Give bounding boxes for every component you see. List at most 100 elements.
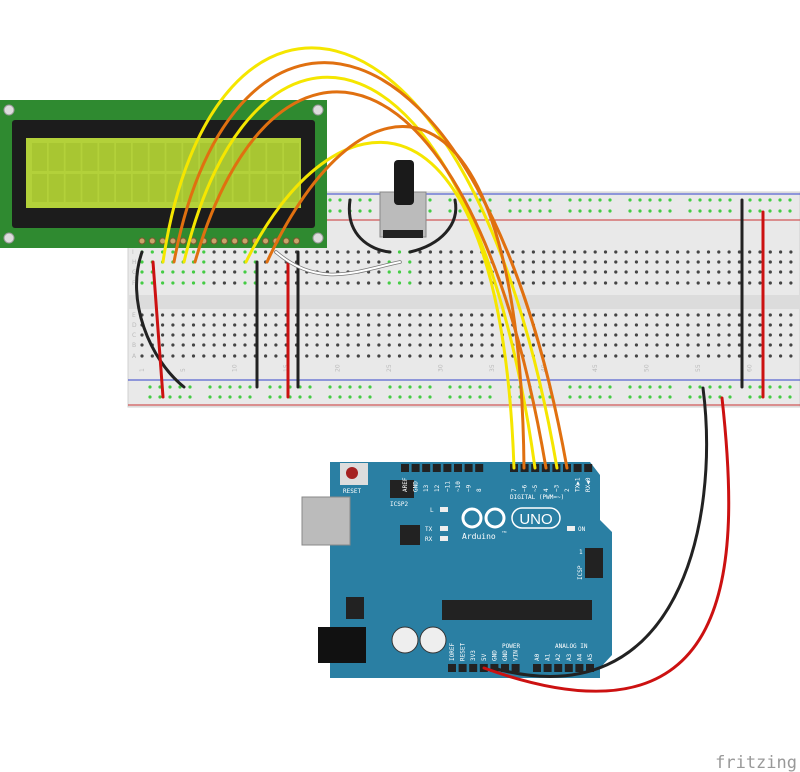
rail-hole[interactable] xyxy=(428,385,432,389)
breadboard-hole[interactable] xyxy=(418,250,422,254)
breadboard-hole[interactable] xyxy=(439,260,443,264)
rail-hole[interactable] xyxy=(518,209,522,213)
breadboard-hole[interactable] xyxy=(665,313,669,317)
breadboard-hole[interactable] xyxy=(171,270,175,274)
rail-hole[interactable] xyxy=(228,395,232,399)
rail-hole[interactable] xyxy=(178,395,182,399)
red-wire[interactable] xyxy=(482,396,731,693)
breadboard-hole[interactable] xyxy=(346,333,350,337)
breadboard-hole[interactable] xyxy=(758,281,762,285)
breadboard-hole[interactable] xyxy=(676,281,680,285)
breadboard-hole[interactable] xyxy=(356,354,360,358)
breadboard-hole[interactable] xyxy=(573,323,577,327)
breadboard-hole[interactable] xyxy=(768,323,772,327)
breadboard-hole[interactable] xyxy=(428,281,432,285)
breadboard-hole[interactable] xyxy=(439,250,443,254)
breadboard-hole[interactable] xyxy=(552,281,556,285)
rail-hole[interactable] xyxy=(538,209,542,213)
breadboard-hole[interactable] xyxy=(222,343,226,347)
rail-hole[interactable] xyxy=(408,395,412,399)
rail-hole[interactable] xyxy=(638,385,642,389)
breadboard-hole[interactable] xyxy=(377,333,381,337)
rail-hole[interactable] xyxy=(578,198,582,202)
breadboard-hole[interactable] xyxy=(562,313,566,317)
breadboard-hole[interactable] xyxy=(377,270,381,274)
breadboard-hole[interactable] xyxy=(624,270,628,274)
rail-hole[interactable] xyxy=(568,209,572,213)
breadboard-hole[interactable] xyxy=(212,354,216,358)
breadboard-hole[interactable] xyxy=(274,323,278,327)
breadboard-hole[interactable] xyxy=(634,354,639,358)
breadboard-hole[interactable] xyxy=(367,281,371,285)
breadboard-hole[interactable] xyxy=(346,250,350,254)
breadboard-hole[interactable] xyxy=(542,250,546,254)
breadboard-hole[interactable] xyxy=(706,270,711,274)
rail-hole[interactable] xyxy=(708,198,712,202)
breadboard-hole[interactable] xyxy=(336,354,340,358)
breadboard-hole[interactable] xyxy=(583,333,587,337)
breadboard-hole[interactable] xyxy=(274,281,278,285)
breadboard-hole[interactable] xyxy=(191,323,196,327)
rail-hole[interactable] xyxy=(668,198,672,202)
breadboard-hole[interactable] xyxy=(202,333,206,337)
breadboard-hole[interactable] xyxy=(428,250,432,254)
breadboard-hole[interactable] xyxy=(758,343,762,347)
rail-hole[interactable] xyxy=(788,395,792,399)
breadboard-hole[interactable] xyxy=(634,260,639,264)
breadboard-hole[interactable] xyxy=(428,354,432,358)
rail-hole[interactable] xyxy=(248,395,252,399)
breadboard-hole[interactable] xyxy=(614,354,618,358)
rail-hole[interactable] xyxy=(328,385,332,389)
rail-hole[interactable] xyxy=(548,198,552,202)
rail-hole[interactable] xyxy=(308,385,312,389)
breadboard-hole[interactable] xyxy=(552,270,556,274)
breadboard-hole[interactable] xyxy=(768,343,772,347)
breadboard-hole[interactable] xyxy=(748,281,752,285)
breadboard-hole[interactable] xyxy=(706,281,711,285)
breadboard-hole[interactable] xyxy=(408,333,412,337)
breadboard-hole[interactable] xyxy=(140,260,144,264)
breadboard-hole[interactable] xyxy=(665,281,669,285)
rail-hole[interactable] xyxy=(168,385,172,389)
rail-hole[interactable] xyxy=(768,198,772,202)
black-wire[interactable] xyxy=(347,198,392,254)
breadboard-hole[interactable] xyxy=(727,260,731,264)
header-pin[interactable] xyxy=(469,664,478,672)
rail-hole[interactable] xyxy=(338,395,342,399)
breadboard-hole[interactable] xyxy=(222,354,226,358)
breadboard-hole[interactable] xyxy=(397,313,402,317)
rail-hole[interactable] xyxy=(538,395,542,399)
breadboard-hole[interactable] xyxy=(665,354,669,358)
breadboard-hole[interactable] xyxy=(346,313,350,317)
breadboard-hole[interactable] xyxy=(614,323,618,327)
breadboard-hole[interactable] xyxy=(325,281,329,285)
breadboard-hole[interactable] xyxy=(150,333,154,337)
breadboard-hole[interactable] xyxy=(470,313,474,317)
breadboard-hole[interactable] xyxy=(531,270,536,274)
rail-hole[interactable] xyxy=(368,385,372,389)
breadboard-hole[interactable] xyxy=(459,333,463,337)
breadboard-hole[interactable] xyxy=(408,323,412,327)
breadboard-hole[interactable] xyxy=(181,354,185,358)
rail-hole[interactable] xyxy=(448,198,452,202)
rail-hole[interactable] xyxy=(448,209,452,213)
breadboard-hole[interactable] xyxy=(583,343,587,347)
breadboard-hole[interactable] xyxy=(779,281,783,285)
breadboard-hole[interactable] xyxy=(171,343,175,347)
rail-hole[interactable] xyxy=(188,395,192,399)
breadboard-hole[interactable] xyxy=(624,313,628,317)
breadboard-hole[interactable] xyxy=(356,260,360,264)
breadboard-hole[interactable] xyxy=(552,323,556,327)
breadboard-hole[interactable] xyxy=(233,281,237,285)
breadboard-hole[interactable] xyxy=(459,313,463,317)
breadboard-hole[interactable] xyxy=(140,281,144,285)
breadboard-hole[interactable] xyxy=(614,270,618,274)
breadboard-hole[interactable] xyxy=(243,333,247,337)
rail-hole[interactable] xyxy=(788,209,792,213)
breadboard-hole[interactable] xyxy=(191,281,196,285)
breadboard-hole[interactable] xyxy=(562,260,566,264)
breadboard-hole[interactable] xyxy=(562,323,566,327)
breadboard-hole[interactable] xyxy=(233,333,237,337)
breadboard-hole[interactable] xyxy=(748,333,752,337)
breadboard-hole[interactable] xyxy=(397,281,402,285)
